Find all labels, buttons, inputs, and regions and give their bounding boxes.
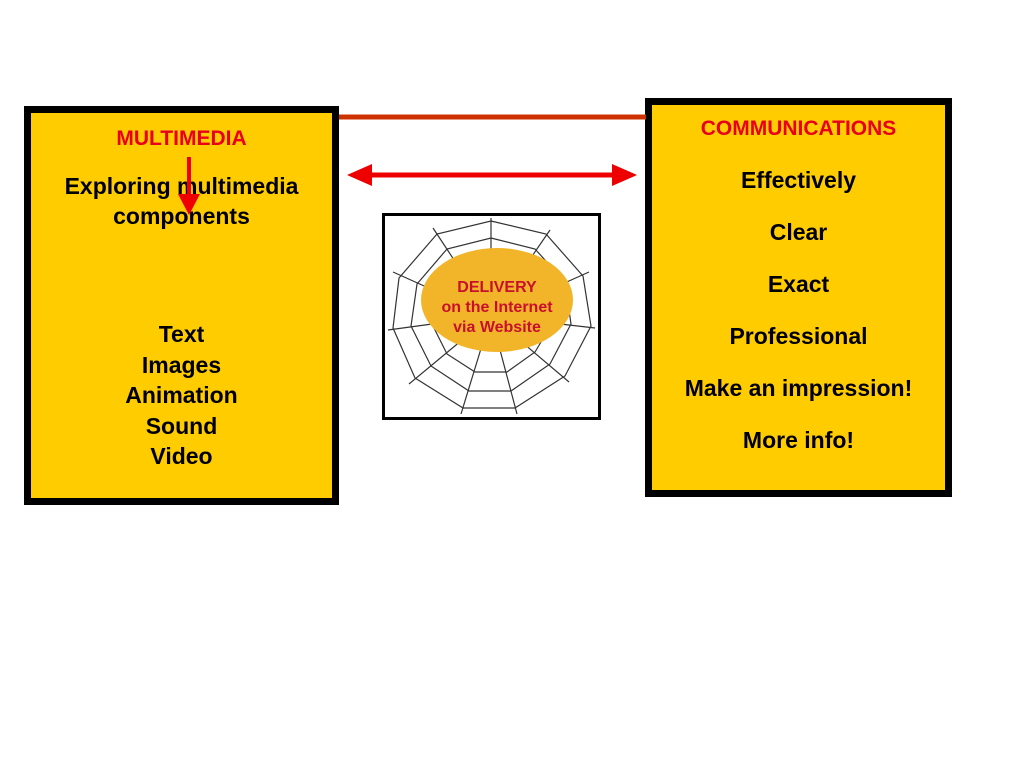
spider-web-icon: [387, 218, 596, 415]
multimedia-item-text: Text: [158, 321, 205, 347]
communications-box: COMMUNICATIONS Effectively Clear Exact P…: [645, 98, 952, 497]
multimedia-item-sound: Sound: [145, 412, 218, 439]
double-arrow: [347, 164, 637, 186]
multimedia-list: Text Images Animation Sound Video: [31, 319, 332, 472]
multimedia-box: MULTIMEDIA Exploring multimedia componen…: [24, 106, 339, 505]
spider-web-image: DELIVERY on the Internet via Website: [382, 213, 601, 420]
multimedia-subtitle: Exploring multimedia components: [64, 173, 299, 229]
communications-item-effectively: Effectively: [740, 166, 857, 193]
delivery-line-1: DELIVERY: [457, 279, 537, 296]
multimedia-item-images: Images: [141, 351, 222, 378]
communications-item-professional: Professional: [729, 322, 868, 349]
delivery-oval: [421, 248, 573, 352]
communications-item-clear: Clear: [769, 218, 828, 245]
multimedia-item-animation: Animation: [125, 382, 238, 408]
communications-heading: COMMUNICATIONS: [700, 117, 897, 140]
delivery-label: DELIVERY on the Internet via Website: [422, 278, 572, 338]
communications-list: Effectively Clear Exact Professional Mak…: [652, 165, 945, 456]
communications-item-exact: Exact: [767, 270, 830, 297]
multimedia-item-video: Video: [150, 443, 213, 469]
multimedia-heading: MULTIMEDIA: [116, 127, 247, 150]
communications-item-impression: Make an impression!: [684, 374, 913, 401]
delivery-line-2: on the Internet: [441, 299, 553, 316]
communications-item-more-info[interactable]: More info!: [742, 426, 855, 453]
delivery-line-3: via Website: [453, 319, 541, 336]
